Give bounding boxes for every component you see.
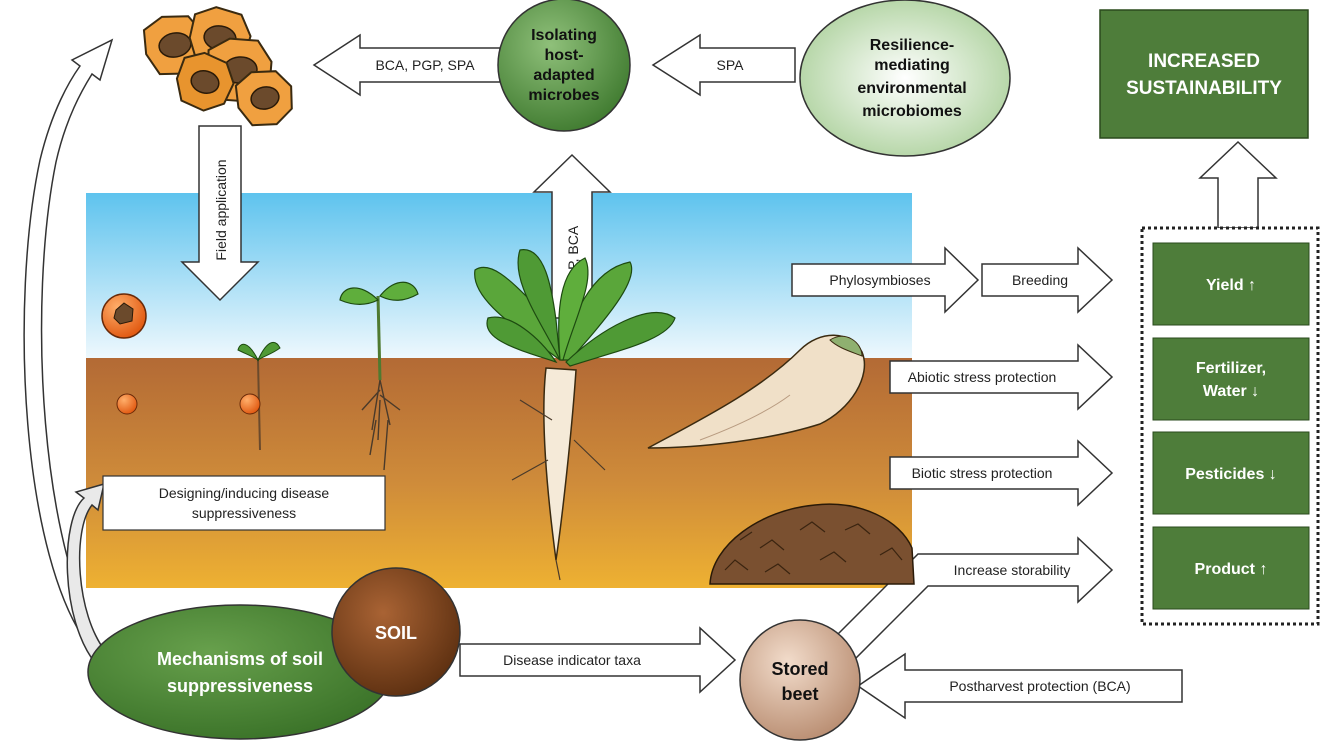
stored-beet-circle [739,619,861,741]
fertilizer-water-box [1152,337,1310,421]
arrow-biotic-stress [889,439,1114,507]
designing-box-line2: suppressiveness [192,505,296,521]
beet-clamp-pile-illustration [709,503,915,585]
seedling-illustration [339,281,419,471]
sustainability-line1: INCREASED [1148,51,1260,72]
arrow-spa-label: SPA [717,57,745,73]
germinating-seed-illustration [237,341,281,451]
arrow-postharvest [856,652,1183,720]
soil-circle [331,567,461,697]
arrow-field-application [180,125,260,302]
isolating-line4: microbes [528,87,599,104]
product-label: Product ↑ [1195,561,1268,578]
stored-beet-line1: Stored [771,659,828,679]
resilience-line3: environmental [857,80,966,97]
isolating-line2: host- [544,47,583,64]
sugar-beet-plant-illustration [474,249,676,581]
stored-beet-line2: beet [781,684,818,704]
arrow-increase-storability-label: Increase storability [954,562,1071,578]
sustainability-line2: SUSTAINABILITY [1126,78,1282,99]
pellet-in-soil-illustration [116,393,138,415]
mechanisms-line2: suppressiveness [167,676,313,696]
yield-box [1152,242,1310,326]
arrow-spa [651,33,796,97]
pellet-in-sky-illustration [101,293,147,339]
yield-label: Yield ↑ [1206,277,1256,294]
arrow-abiotic-stress [889,343,1114,411]
arrow-breeding [981,246,1114,314]
product-box [1152,526,1310,610]
designing-box-line1: Designing/inducing disease [159,485,330,501]
arrow-disease-indicator-label: Disease indicator taxa [503,652,641,668]
pesticides-box [1152,431,1310,515]
isolating-line3: adapted [533,67,594,84]
isolating-microbes-circle [497,0,631,132]
resilience-microbiomes-ellipse [799,0,1011,157]
resilience-line1: Resilience- [870,37,954,54]
mechanisms-line1: Mechanisms of soil [157,649,323,669]
arrow-to-sustainability [1198,140,1278,229]
isolating-line1: Isolating [531,27,597,44]
pesticides-label: Pesticides ↓ [1185,466,1277,483]
curved-arrow-to-seeds [23,38,114,661]
harvested-beet-illustration [647,334,866,449]
arrow-phylosymbioses [791,246,980,314]
arrow-bca-pgp-spa [312,33,501,97]
arrow-bca-pgp-spa-label: BCA, PGP, SPA [375,57,475,73]
resilience-line2: mediating [874,57,950,74]
arrow-postharvest-label: Postharvest protection (BCA) [949,678,1130,694]
arrow-abiotic-stress-label: Abiotic stress protection [908,369,1057,385]
fertilizer-line2: Water ↓ [1203,383,1259,400]
designing-box [102,475,386,531]
arrow-phylosymbioses-label: Phylosymbioses [829,272,930,288]
arrow-field-application-label: Field application [213,159,229,260]
seed-pellets-illustration [142,6,293,127]
arrow-biotic-stress-label: Biotic stress protection [912,465,1053,481]
soil-label: SOIL [375,623,417,643]
fertilizer-line1: Fertilizer, [1196,360,1266,377]
arrow-disease-indicator [459,626,737,694]
resilience-line4: microbiomes [862,103,962,120]
sustainability-box [1099,9,1309,139]
arrow-breeding-label: Breeding [1012,272,1068,288]
